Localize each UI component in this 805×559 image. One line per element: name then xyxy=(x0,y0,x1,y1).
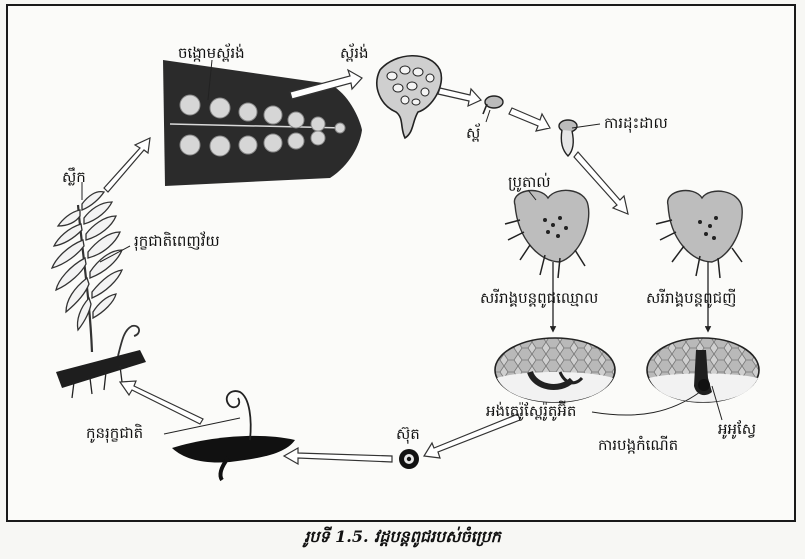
arrow-young-plant-to-fern xyxy=(120,381,203,424)
arrow-fertilization-to-zygote xyxy=(424,414,520,458)
label-leaf: ស្លឹក xyxy=(62,168,86,186)
antheridium-section-illustration xyxy=(495,338,615,402)
archegonium-section-illustration xyxy=(647,338,759,402)
spore-illustration xyxy=(483,96,503,114)
label-fertilization: ការបង្កកំណើត xyxy=(598,436,678,454)
prothallus-female-illustration xyxy=(656,191,742,330)
label-antherozoid: អង់តេរ៉ូស្ពែរ៉ូតូអ៊ីត xyxy=(486,402,576,420)
label-young-plant: កូនរុក្ខជាតិ xyxy=(86,424,143,442)
label-antheridium: សរីរាង្គបន្តពូជឈ្មោល xyxy=(480,289,598,307)
figure-caption: រូបទី 1.5. វដ្តបន្តពូជរបស់ចំប្រេក xyxy=(0,526,805,550)
label-archegonium: សរីរាង្គបន្តពូជញី xyxy=(646,289,736,307)
mature-fern-illustration xyxy=(52,192,146,398)
zygote-illustration xyxy=(399,449,419,469)
sorus-leaf-illustration xyxy=(163,60,362,186)
label-sporophyte: រុក្ខជាតិពេញវ័យ xyxy=(134,232,220,250)
germinating-spore-illustration xyxy=(559,120,577,156)
young-plant-illustration xyxy=(172,391,295,480)
label-sporangium: ស្ព័រង់ xyxy=(340,44,369,62)
label-spore: ស្ព័ xyxy=(466,124,480,142)
sporangium-illustration xyxy=(377,56,442,138)
arrow-zygote-to-young-plant xyxy=(284,448,392,464)
arrow-spore-to-germination xyxy=(509,108,550,131)
prothallus-male-illustration xyxy=(505,190,589,330)
arrow-sporangium-to-spore xyxy=(438,88,481,106)
label-zygote: ស៊ុត xyxy=(396,425,420,443)
label-prothallus: ប្រូតាល់ xyxy=(508,173,551,191)
label-germination: ការដុះដាល xyxy=(604,114,668,132)
label-oosphere: អូអូស្វែ xyxy=(718,420,756,438)
label-sorus-leaf: ចង្កោមស្ព័រង់ xyxy=(178,44,245,62)
arrow-fern-to-leaf xyxy=(104,138,150,192)
